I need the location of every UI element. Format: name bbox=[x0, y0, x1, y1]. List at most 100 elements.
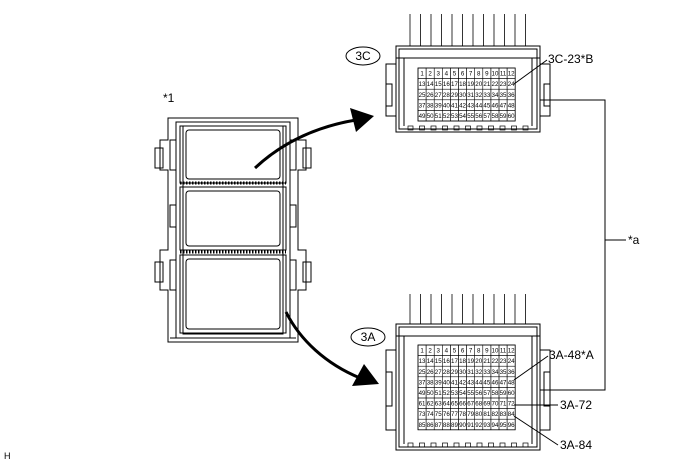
connector-3a-pin-number: 11 bbox=[500, 348, 507, 355]
connector-3a-pin-number: 19 bbox=[467, 358, 474, 365]
label-star-1: *1 bbox=[163, 91, 175, 105]
connector-3c-pin-number: 24 bbox=[508, 81, 515, 88]
connector-3a-pin-number: 56 bbox=[475, 390, 482, 397]
bottom-tooth bbox=[488, 442, 494, 448]
connector-3c-pin-number: 46 bbox=[492, 102, 499, 109]
connector-3c-pin-number: 1 bbox=[420, 71, 424, 78]
connector-3c-pin-number: 41 bbox=[451, 102, 458, 109]
connector-3c-pin-number: 23 bbox=[500, 81, 507, 88]
connector-3c-pin-number: 8 bbox=[477, 71, 481, 78]
connector-3a-pin-number: 29 bbox=[451, 369, 458, 376]
bottom-tooth bbox=[430, 442, 437, 448]
connector-3a-pin-number: 33 bbox=[483, 369, 490, 376]
connector-3a-pin-number: 87 bbox=[435, 422, 442, 429]
connector-3a-pin-number: 78 bbox=[459, 411, 466, 418]
connector-3c-pin-number: 14 bbox=[427, 81, 434, 88]
connector-3a-pin-number: 18 bbox=[459, 358, 466, 365]
connector-3a-pin-number: 66 bbox=[459, 401, 466, 408]
connector-3a-pin-number: 51 bbox=[435, 390, 442, 397]
bottom-tooth bbox=[419, 442, 425, 448]
connector-3c-pin-number: 49 bbox=[419, 113, 426, 120]
connector-3c-pin-number: 37 bbox=[419, 102, 426, 109]
connector-3a-pin-number: 82 bbox=[492, 411, 499, 418]
connector-3a-pin-number: 20 bbox=[475, 358, 482, 365]
connector-3c-pin-number: 51 bbox=[435, 113, 442, 120]
connector-3a-pin-number: 64 bbox=[443, 401, 450, 408]
connector-3a-pin-number: 74 bbox=[427, 411, 434, 418]
connector-3a-pin-number: 55 bbox=[467, 390, 474, 397]
connector-3c-pin-number: 57 bbox=[483, 113, 490, 120]
connector-3a-pin-number: 39 bbox=[435, 379, 442, 386]
connector-3a-pin-number: 85 bbox=[419, 422, 426, 429]
bottom-tooth bbox=[453, 442, 460, 448]
bottom-tooth bbox=[419, 125, 425, 131]
connector-3c-pin-number: 17 bbox=[451, 81, 458, 88]
connector-3c-pin-number: 27 bbox=[435, 92, 442, 99]
connector-3a-pin-number: 58 bbox=[492, 390, 499, 397]
connector-3a-pin-number: 31 bbox=[467, 369, 474, 376]
connector-3c-bottom-teeth bbox=[407, 125, 529, 131]
bottom-tooth bbox=[442, 442, 448, 448]
connector-3a-pin-number: 48 bbox=[508, 379, 515, 386]
connector-3c-pin-number: 6 bbox=[461, 71, 465, 78]
connector-3a-bottom-teeth bbox=[407, 442, 529, 448]
connector-3c-pin-number: 31 bbox=[467, 92, 474, 99]
connector-3c-pin-number: 7 bbox=[469, 71, 473, 78]
connector-3a-pin-number: 38 bbox=[427, 379, 434, 386]
connector-3a-pin-number: 47 bbox=[500, 379, 507, 386]
connector-3a-pin-number: 2 bbox=[428, 348, 432, 355]
connector-3a-pin-number: 89 bbox=[451, 422, 458, 429]
connector-3c-pin-number: 26 bbox=[427, 92, 434, 99]
badge-3c-text: 3C bbox=[355, 49, 371, 63]
connector-3c-pin-number: 19 bbox=[467, 81, 474, 88]
connector-3a-pin-number: 80 bbox=[475, 411, 482, 418]
connector-3c-pin-number: 35 bbox=[500, 92, 507, 99]
connector-3a-pin-number: 95 bbox=[500, 422, 507, 429]
bottom-tooth bbox=[430, 125, 437, 131]
connector-3a-pin-number: 90 bbox=[459, 422, 466, 429]
bottom-tooth bbox=[499, 442, 506, 448]
leader-3a-84 bbox=[513, 415, 559, 446]
connector-3c-pin-number: 16 bbox=[443, 81, 450, 88]
connector-3a-pin-number: 81 bbox=[483, 411, 490, 418]
connector-3c-pin-number: 33 bbox=[483, 92, 490, 99]
connector-3a-pin-number: 94 bbox=[492, 422, 499, 429]
connector-3a-pin-number: 14 bbox=[427, 358, 434, 365]
connector-3a-pin-number: 35 bbox=[500, 369, 507, 376]
bottom-tooth bbox=[453, 125, 460, 131]
connector-3c-pin-number: 48 bbox=[508, 102, 515, 109]
connector-3a-pin-number: 91 bbox=[467, 422, 474, 429]
connector-3c-pin-number: 28 bbox=[443, 92, 450, 99]
connector-3a-pin-number: 26 bbox=[427, 369, 434, 376]
connector-3a-pin-number: 24 bbox=[508, 358, 515, 365]
bottom-tooth bbox=[522, 125, 529, 131]
connector-3c-pin-number: 54 bbox=[459, 113, 466, 120]
connector-3a-pin-number: 62 bbox=[427, 401, 434, 408]
connector-3a-pin-number: 25 bbox=[419, 369, 426, 376]
connector-3a-pin-cell bbox=[506, 418, 516, 431]
callout-3c-23b: 3C-23*B bbox=[548, 52, 593, 66]
badge-3a: 3A bbox=[350, 327, 386, 347]
connector-3a-pin-number: 73 bbox=[419, 411, 426, 418]
connector-3a bbox=[385, 294, 551, 451]
bottom-tooth bbox=[465, 125, 471, 131]
connector-3c-pin-number: 42 bbox=[459, 102, 466, 109]
connector-3a-pin-number: 63 bbox=[435, 401, 442, 408]
connector-3a-pin-number: 40 bbox=[443, 379, 450, 386]
connector-3a-pin-number: 34 bbox=[492, 369, 499, 376]
connector-3a-pin-number: 37 bbox=[419, 379, 426, 386]
connector-3a-pin-number: 27 bbox=[435, 369, 442, 376]
arrow-to-3c bbox=[253, 108, 374, 170]
connector-3c-pin-number: 56 bbox=[475, 113, 482, 120]
connector-3a-pin-number: 7 bbox=[469, 348, 473, 355]
connector-3a-pin-number: 60 bbox=[508, 390, 515, 397]
connector-3c-pin-number: 53 bbox=[451, 113, 458, 120]
badge-3a-text: 3A bbox=[361, 330, 376, 344]
connector-3a-pin-number: 68 bbox=[475, 401, 482, 408]
bottom-tooth bbox=[511, 125, 517, 131]
connector-3c-pin-number: 47 bbox=[500, 102, 507, 109]
connector-3a-pin-number: 69 bbox=[483, 401, 490, 408]
callout-3a-84: 3A-84 bbox=[560, 438, 592, 452]
